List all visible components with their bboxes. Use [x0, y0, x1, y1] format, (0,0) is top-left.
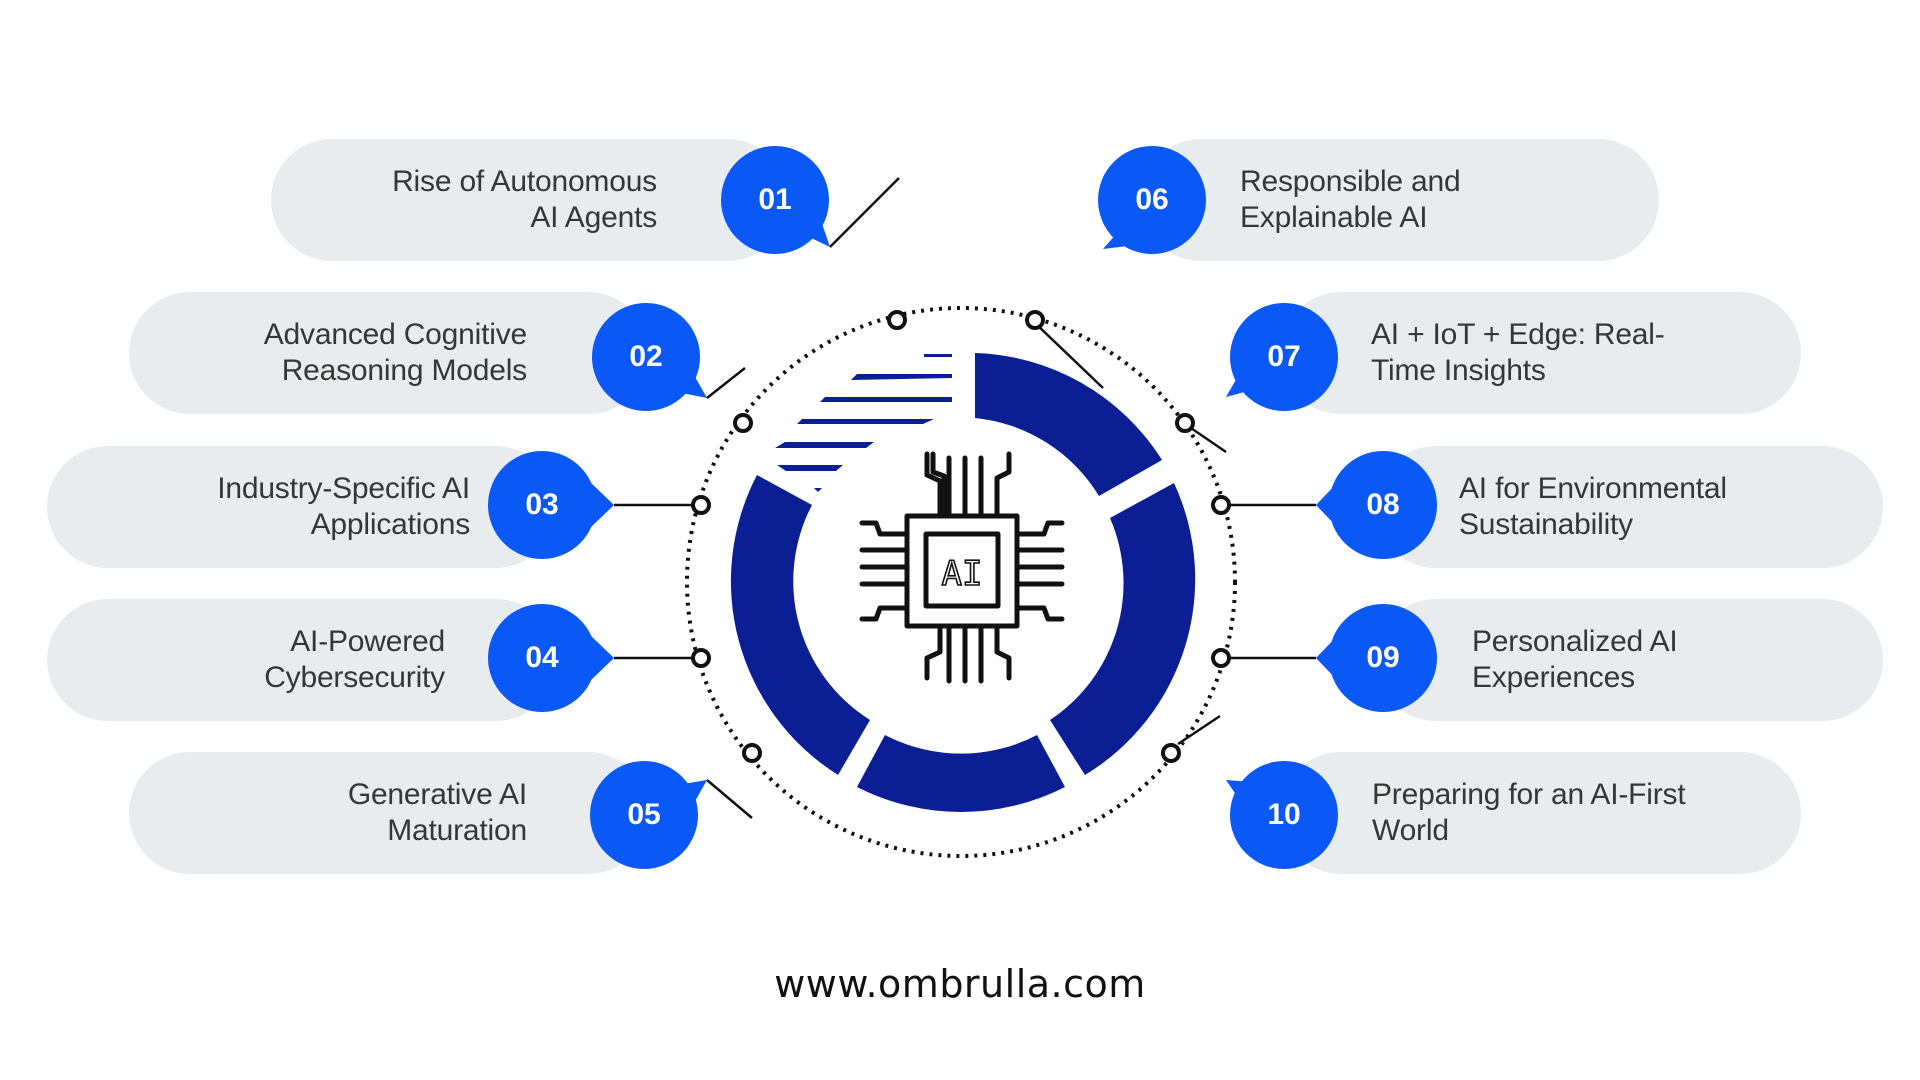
badge-09: 09 [1329, 604, 1437, 712]
item-08-line-2: Sustainability [1459, 508, 1633, 541]
item-04-line-2: Cybersecurity [264, 661, 445, 694]
ai-chip-icon [859, 451, 1065, 684]
donut-segment-2 [1050, 483, 1196, 775]
pill-item-09 [1375, 599, 1883, 721]
badge-02-number: 02 [629, 340, 663, 373]
item-05-line-1: Generative AI [347, 778, 527, 811]
item-02-line-1: Advanced Cognitive [263, 318, 527, 351]
pill-item-05 [129, 752, 649, 874]
badge-01: 01 [721, 146, 829, 254]
chip-label: AI [942, 554, 983, 594]
badge-09-number: 09 [1366, 641, 1400, 674]
badge-03: 03 [488, 451, 596, 559]
badge-02: 02 [592, 303, 700, 411]
badge-05-number: 05 [627, 798, 661, 831]
badge-03-number: 03 [525, 488, 559, 521]
donut-chart [730, 353, 1196, 812]
item-10-line-2: World [1372, 814, 1449, 847]
badge-05: 05 [590, 761, 698, 869]
item-06-line-2: Explainable AI [1240, 201, 1428, 234]
pill-item-02 [129, 292, 649, 414]
item-09-line-1: Personalized AI [1472, 625, 1678, 658]
pill-item-04 [47, 599, 557, 721]
connector-lines [614, 177, 1316, 819]
item-10-line-1: Preparing for an AI-First [1372, 778, 1686, 811]
item-05-line-2: Maturation [387, 814, 527, 847]
pill-item-01 [271, 139, 788, 261]
item-01-line-1: Rise of Autonomous [392, 165, 657, 198]
donut-segment-1 [975, 353, 1162, 496]
item-01-line-2: AI Agents [530, 201, 657, 234]
pill-item-06 [1140, 139, 1659, 261]
item-09-line-2: Experiences [1472, 661, 1635, 694]
pill-item-03 [47, 446, 557, 568]
badge-07: 07 [1230, 303, 1338, 411]
badge-06: 06 [1098, 146, 1206, 254]
pill-item-10 [1280, 752, 1801, 874]
item-02-text: Advanced Cognitive Reasoning Models [129, 292, 527, 414]
item-07-line-2: Time Insights [1371, 354, 1546, 387]
donut-segment-3 [857, 735, 1065, 812]
footer-url[interactable]: www.ombrulla.com [774, 962, 1146, 1006]
item-09-text: Personalized AI Experiences [1472, 599, 1872, 721]
item-04-text: AI-Powered Cybersecurity [47, 599, 445, 721]
item-01-text: Rise of Autonomous AI Agents [271, 139, 657, 261]
dotted-ring [685, 306, 1237, 858]
item-03-text: Industry-Specific AI Applications [47, 446, 470, 568]
pill-item-07 [1280, 292, 1801, 414]
badge-04: 04 [488, 604, 596, 712]
badge-10-number: 10 [1267, 798, 1301, 831]
item-06-text: Responsible and Explainable AI [1240, 139, 1640, 261]
item-03-line-2: Applications [310, 508, 471, 541]
item-06-line-1: Responsible and [1240, 165, 1461, 198]
item-10-text: Preparing for an AI-First World [1372, 752, 1792, 874]
item-08-line-1: AI for Environmental [1459, 472, 1727, 505]
item-04-line-1: AI-Powered [290, 625, 445, 658]
pill-item-08 [1375, 446, 1883, 568]
ring-nodes [691, 310, 1231, 763]
badge-06-number: 06 [1135, 183, 1169, 216]
donut-segment-4 [730, 475, 870, 775]
item-08-text: AI for Environmental Sustainability [1459, 446, 1879, 568]
badge-08: 08 [1329, 451, 1437, 559]
badge-tails [590, 212, 1338, 810]
item-02-line-2: Reasoning Models [281, 354, 527, 387]
badge-07-number: 07 [1267, 340, 1301, 373]
badge-08-number: 08 [1366, 488, 1400, 521]
badge-10: 10 [1230, 761, 1338, 869]
item-03-line-1: Industry-Specific AI [217, 472, 470, 505]
badge-01-number: 01 [758, 183, 792, 216]
item-07-text: AI + IoT + Edge: Real- Time Insights [1371, 292, 1791, 414]
badge-04-number: 04 [525, 641, 559, 674]
item-07-line-1: AI + IoT + Edge: Real- [1371, 318, 1665, 351]
item-05-text: Generative AI Maturation [129, 752, 527, 874]
donut-stripes [775, 354, 952, 492]
